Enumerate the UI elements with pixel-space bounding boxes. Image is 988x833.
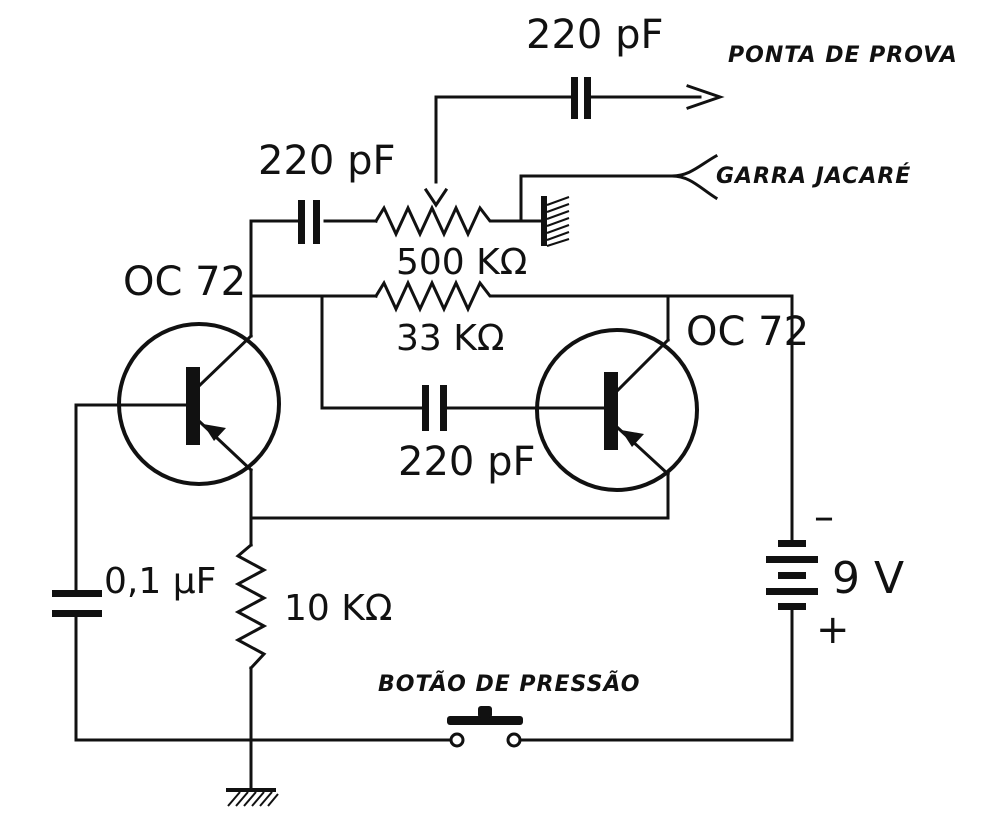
resistor-10k bbox=[234, 542, 268, 671]
label-battery-minus: – bbox=[814, 494, 834, 540]
label-push-button: BOTÃO DE PRESSÃO bbox=[378, 671, 640, 697]
label-resistor-bottom: 10 KΩ bbox=[284, 588, 392, 629]
label-cap-mid: 220 pF bbox=[398, 439, 535, 485]
label-clip: GARRA JACARÉ bbox=[716, 163, 911, 189]
wire-bottom-rail bbox=[74, 613, 454, 742]
ground-icon bbox=[226, 788, 279, 807]
top-capacitor bbox=[298, 200, 320, 244]
transistor-left bbox=[117, 322, 281, 486]
bottom-capacitor bbox=[52, 590, 102, 617]
wire-emitters bbox=[249, 468, 670, 520]
label-cap-top: 220 pF bbox=[258, 138, 395, 184]
wire-33k-to-battery bbox=[492, 294, 794, 544]
potentiometer-500k bbox=[373, 204, 496, 238]
wire-left-collector-top bbox=[249, 219, 302, 338]
pot-wiper-arrow-icon bbox=[423, 187, 449, 208]
label-resistor-feedback: 33 KΩ bbox=[396, 318, 504, 359]
wire-to-mid-cap bbox=[320, 294, 424, 410]
label-pot: 500 KΩ bbox=[396, 242, 527, 283]
resistor-33k bbox=[373, 279, 496, 313]
alligator-clip-icon bbox=[670, 153, 719, 201]
battery-9v bbox=[766, 540, 818, 610]
wire-clip bbox=[519, 174, 674, 222]
label-battery-voltage: 9 V bbox=[832, 553, 904, 604]
label-probe-tip: PONTA DE PROVA bbox=[728, 43, 958, 68]
transistor-right bbox=[535, 328, 699, 492]
mid-capacitor bbox=[422, 385, 447, 431]
label-battery-plus: + bbox=[816, 607, 850, 653]
label-cap-bottom: 0,1 μF bbox=[104, 561, 216, 602]
wires bbox=[74, 95, 794, 790]
push-button-icon bbox=[447, 706, 523, 748]
label-cap-output: 220 pF bbox=[526, 12, 663, 58]
chassis-ground-icon bbox=[541, 196, 570, 247]
label-transistor-right: OC 72 bbox=[686, 309, 809, 355]
probe-arrow-icon bbox=[686, 84, 725, 110]
label-transistor-left: OC 72 bbox=[123, 259, 246, 305]
wire-wiper-to-cap bbox=[434, 95, 574, 184]
output-capacitor bbox=[571, 77, 591, 119]
wire-left-base bbox=[74, 403, 192, 592]
